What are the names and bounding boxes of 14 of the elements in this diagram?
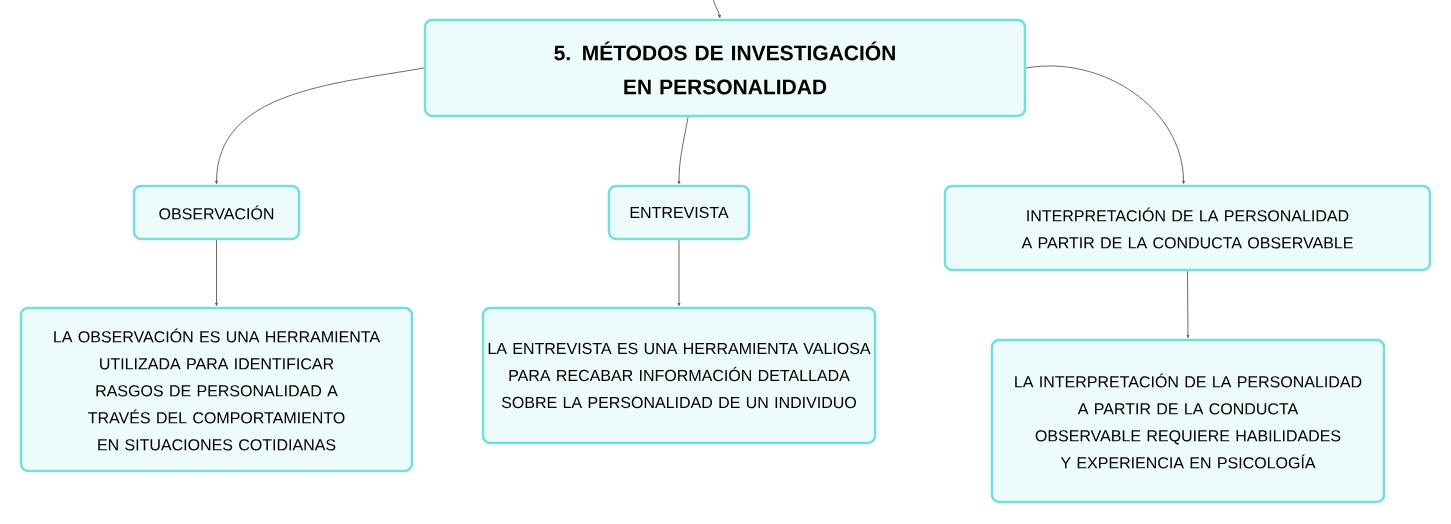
concept-box: OBSERVACIÓN <box>132 184 301 241</box>
concept-box: ENTREVISTA <box>607 184 751 241</box>
concept-box: LA OBSERVACIÓN ES UNA HERRAMIENTA UTILIZADA PARA IDENTIFICAR RASGOS DE PERSONALIDAD A TRAVÉS DEL COMPORTAMIENTO EN SITUACIONES COTIDIANAS <box>19 306 414 473</box>
arrow <box>677 239 681 307</box>
arrow <box>1186 270 1190 339</box>
arrow <box>215 67 425 185</box>
arrow <box>677 116 689 185</box>
concept-box: LA INTERPRETACIÓN DE LA PERSONALIDAD A PARTIR DE LA CONDUCTA OBSERVABLE REQUIERE HABILIDADES Y EXPERIENCIA EN PSICOLOGÍA <box>990 338 1386 504</box>
concept-box: INTERPRETACIÓN DE LA PERSONALIDAD A PARTIR DE LA CONDUCTA OBSERVABLE <box>943 184 1432 272</box>
arrow <box>215 239 218 307</box>
arrow <box>712 0 721 19</box>
title-box: 5. MÉTODOS DE INVESTIGACIÓN EN PERSONALIDAD <box>423 18 1027 118</box>
arrow <box>1025 65 1185 185</box>
concept-box: LA ENTREVISTA ES UNA HERRAMIENTA VALIOSA PARA RECABAR INFORMACIÓN DETALLADA SOBRE LA PERSONALIDAD DE UN INDIVIDUO <box>481 306 877 445</box>
